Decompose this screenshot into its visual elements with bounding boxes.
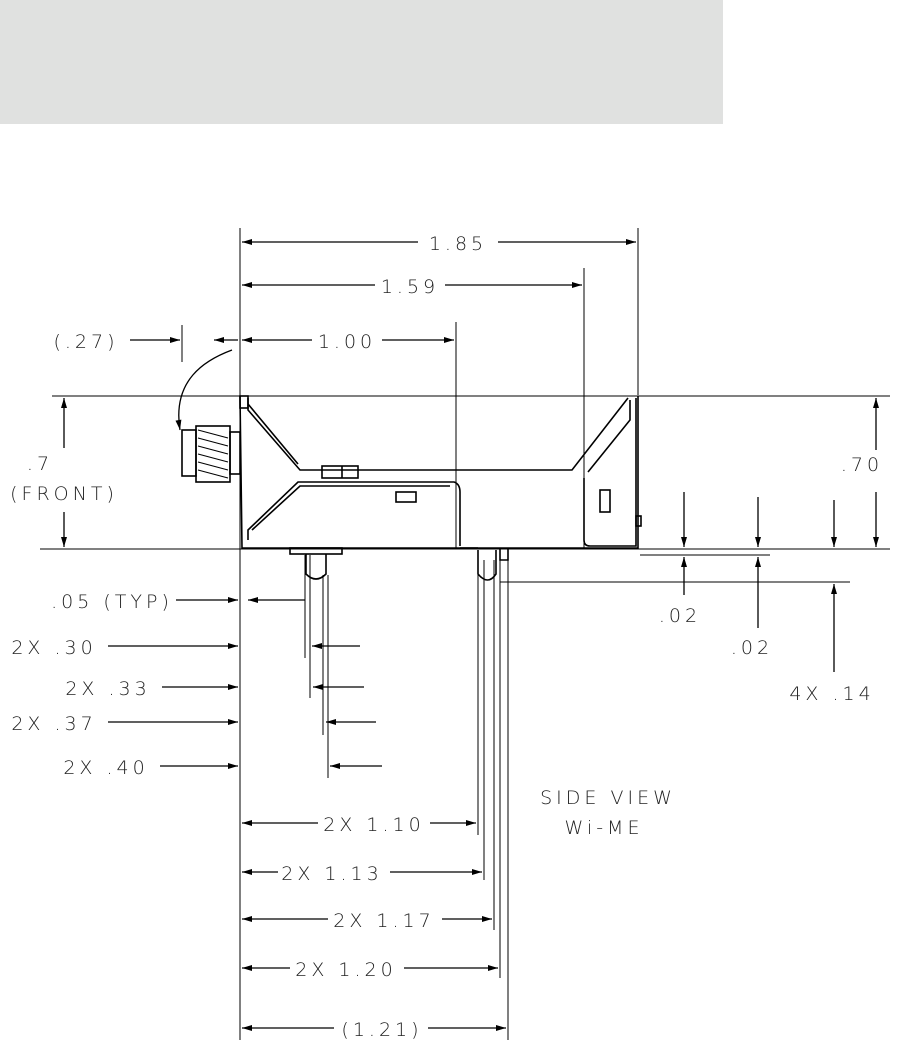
dim-040-label: 2X .40 [63,757,148,779]
dim-033-label: 2X .33 [65,678,150,700]
front-label: (FRONT) [10,483,118,505]
dim-1-00-label: 1.00 [318,331,376,353]
curved-leader-arrow [179,350,232,430]
dim-121-label: (1.21) [341,1019,422,1041]
vertical-dimensions [64,398,876,672]
dim-height-label: .70 [841,454,883,476]
dim-002b-label: .02 [731,637,773,659]
dim-002a-label: .02 [659,605,701,627]
dim-014-label: 4X .14 [789,683,874,705]
connector [182,426,240,482]
dim-113-label: 2X 1.13 [281,863,382,885]
dim-typ-label: .05 (TYP) [51,591,173,613]
dim-1-59-label: 1.59 [381,276,439,298]
view-title: SIDE VIEW [540,787,676,809]
dim-front-height-label: .7 [27,453,53,475]
extension-lines [40,228,890,1040]
dim-037-label: 2X .37 [11,713,96,735]
dim-offset-label: (.27) [53,331,118,353]
dim-1-85-label: 1.85 [429,233,487,255]
dim-030-label: 2X .30 [11,637,96,659]
dim-117-label: 2X 1.17 [333,910,434,932]
dim-120-label: 2X 1.20 [295,959,396,981]
device-body [240,396,641,548]
view-subtitle: Wi-ME [565,817,644,839]
dim-110-label: 2X 1.10 [323,814,424,836]
